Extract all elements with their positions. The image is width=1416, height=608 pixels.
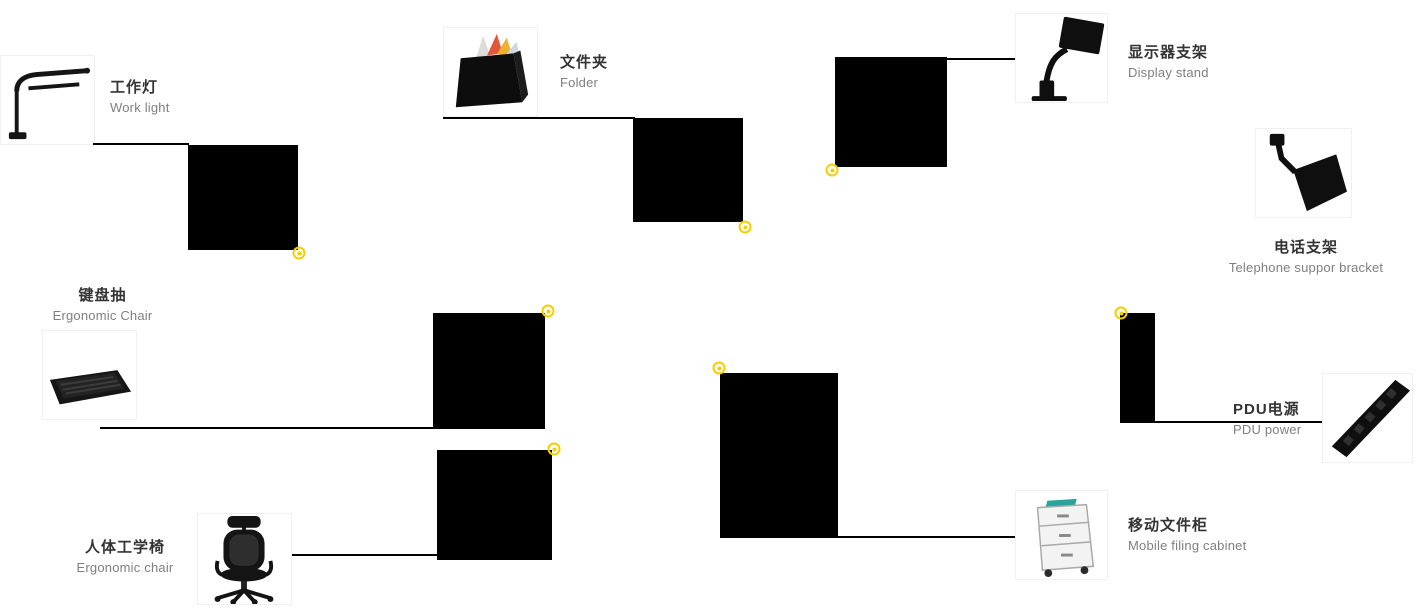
keyboard-drawer-image [42,330,137,420]
desk-image-block [1120,313,1155,423]
desk-image-block [188,145,298,250]
connector-line [93,143,189,145]
folder-title: 文件夹 [560,54,609,71]
display-stand-title: 显示器支架 [1128,44,1209,61]
mobile-filing-cabinet-image [1015,490,1108,580]
telephone-bracket-icon [1269,133,1348,212]
mobile-filing-cabinet-subtitle: Mobile filing cabinet [1128,538,1247,553]
ergonomic-chair-label: 人体工学椅 Ergonomic chair [55,536,195,575]
display-stand-subtitle: Display stand [1128,65,1209,80]
connector-line [947,58,1015,60]
hotspot-marker-icon [712,361,726,375]
telephone-bracket-title: 电话支架 [1273,239,1338,256]
display-stand-icon [1031,16,1105,102]
work-light-image [0,55,95,145]
hotspot-marker-icon [541,304,555,318]
display-stand-label: 显示器支架 Display stand [1128,41,1209,80]
display-stand-image [1015,13,1108,103]
folder-subtitle: Folder [560,75,599,90]
folder-icon [455,33,529,108]
desk-image-block [437,450,552,560]
connector-line [838,536,1015,538]
ergonomic-chair-image [197,513,292,605]
connector-line [1155,421,1322,423]
filing-cabinet-icon [1036,498,1095,578]
pdu-power-title: PDU电源 [1233,401,1300,418]
work-light-icon [8,67,91,140]
pdu-power-image [1322,373,1413,463]
keyboard-drawer-title: 键盘抽 [78,287,127,304]
hotspot-marker-icon [825,163,839,177]
mobile-filing-cabinet-title: 移动文件柜 [1128,517,1209,534]
work-light-label: 工作灯 Work light [110,76,170,115]
desk-image-block [835,57,947,167]
hotspot-marker-icon [292,246,306,260]
hotspot-marker-icon [738,220,752,234]
connector-line [443,117,635,119]
keyboard-drawer-subtitle: Ergonomic Chair [52,308,153,323]
hotspot-marker-icon [547,442,561,456]
keyboard-drawer-label: 键盘抽 Ergonomic Chair [30,284,175,323]
hotspot-marker-icon [1114,306,1128,320]
desk-image-block [720,373,838,538]
connector-line [292,554,437,556]
telephone-bracket-subtitle: Telephone suppor bracket [1228,260,1384,275]
desk-image-block [433,313,545,429]
mobile-filing-cabinet-label: 移动文件柜 Mobile filing cabinet [1128,514,1246,553]
pdu-icon [1331,379,1411,458]
ergonomic-chair-subtitle: Ergonomic chair [76,560,174,575]
keyboard-icon [49,370,132,405]
telephone-bracket-image [1255,128,1352,218]
pdu-power-label: PDU电源 PDU power [1233,398,1301,437]
connector-line [100,427,435,429]
ergonomic-chair-title: 人体工学椅 [84,539,165,556]
telephone-bracket-label: 电话支架 Telephone suppor bracket [1218,236,1394,275]
desk-image-block [633,118,743,222]
pdu-power-subtitle: PDU power [1233,422,1302,437]
chair-icon [214,515,274,604]
folder-image [443,27,538,117]
folder-label: 文件夹 Folder [560,51,608,90]
work-light-subtitle: Work light [110,100,170,115]
work-light-title: 工作灯 [110,79,159,96]
